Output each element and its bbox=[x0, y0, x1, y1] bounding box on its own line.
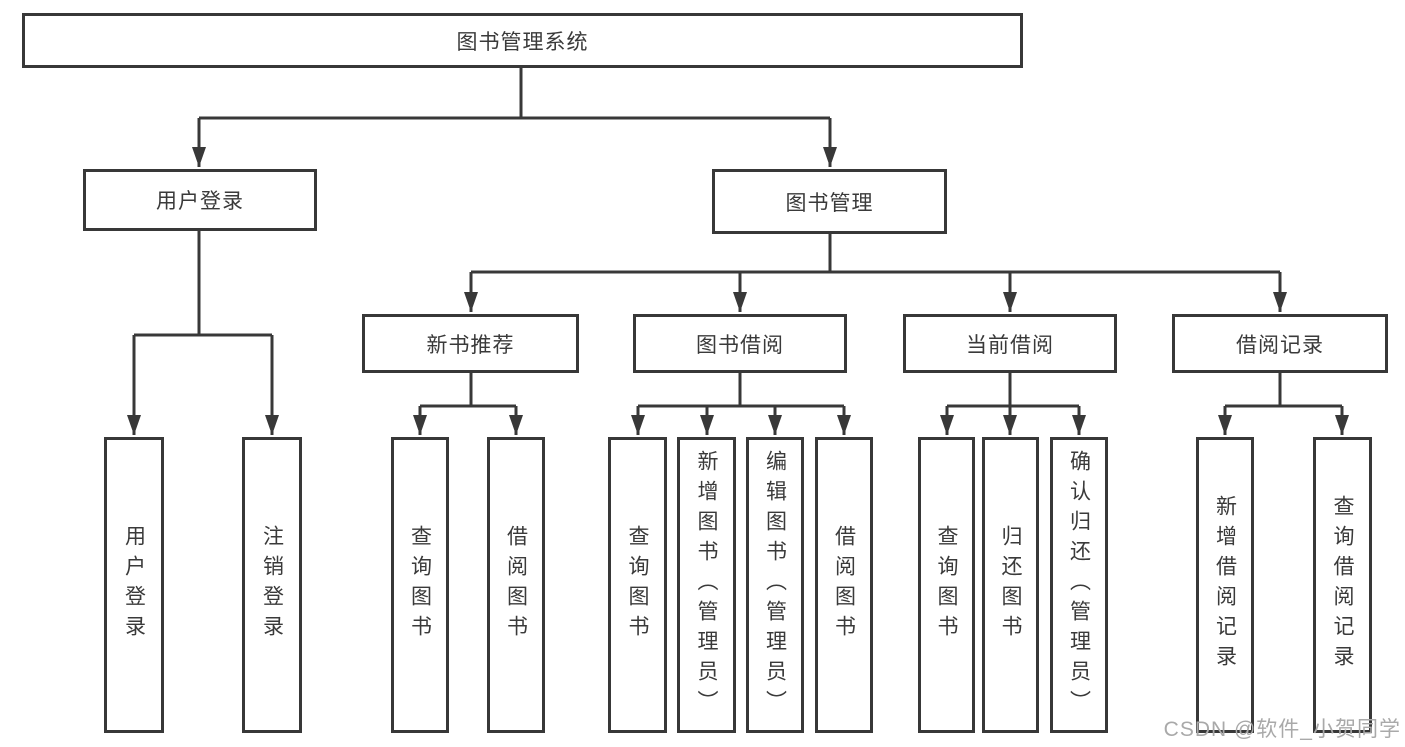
leaf-query-books-recommend: 查询图书 bbox=[391, 437, 449, 733]
leaf-return-books: 归还图书 bbox=[982, 437, 1039, 733]
leaf-logout: 注销登录 bbox=[242, 437, 302, 733]
leaf-query-books-borrow: 查询图书 bbox=[608, 437, 667, 733]
leaf-borrow-books: 借阅图书 bbox=[815, 437, 873, 733]
node-label: 图书借阅 bbox=[696, 333, 784, 357]
node-label: 图书管理系统 bbox=[456, 30, 589, 54]
leaf-label: 归还图书 bbox=[999, 525, 1022, 645]
node-label: 新书推荐 bbox=[426, 333, 515, 357]
leaf-query-borrow-record: 查询借阅记录 bbox=[1313, 437, 1372, 733]
leaf-edit-books-admin: 编辑图书（管理员） bbox=[746, 437, 804, 733]
node-current-borrowing: 当前借阅 bbox=[903, 314, 1117, 373]
leaf-label: 编辑图书（管理员） bbox=[763, 450, 787, 720]
node-borrowing-records: 借阅记录 bbox=[1172, 314, 1388, 373]
leaf-user-login: 用户登录 bbox=[104, 437, 164, 733]
node-new-book-recommend: 新书推荐 bbox=[362, 314, 579, 373]
leaf-label: 用户登录 bbox=[122, 525, 146, 645]
leaf-label: 借阅图书 bbox=[832, 525, 856, 645]
node-label: 借阅记录 bbox=[1236, 333, 1324, 357]
leaf-label: 查询图书 bbox=[935, 525, 958, 645]
leaf-add-borrow-record: 新增借阅记录 bbox=[1196, 437, 1254, 733]
node-label: 当前借阅 bbox=[966, 333, 1054, 357]
leaf-borrow-books-recommend: 借阅图书 bbox=[487, 437, 545, 733]
node-label: 用户登录 bbox=[156, 190, 244, 213]
node-book-management: 图书管理 bbox=[712, 169, 947, 234]
node-user-login: 用户登录 bbox=[83, 169, 317, 231]
leaf-add-books-admin: 新增图书（管理员） bbox=[677, 437, 736, 733]
node-library-system: 图书管理系统 bbox=[22, 13, 1023, 68]
csdn-watermark: CSDN @软件_小贺同学 bbox=[1163, 718, 1401, 741]
elbow-connectors bbox=[134, 68, 1342, 408]
leaf-label: 查询图书 bbox=[626, 525, 649, 645]
node-label: 图书管理 bbox=[785, 191, 874, 215]
leaf-label: 查询借阅记录 bbox=[1331, 495, 1354, 675]
leaf-label: 借阅图书 bbox=[504, 525, 528, 645]
node-book-borrowing: 图书借阅 bbox=[633, 314, 847, 373]
leaf-confirm-return-admin: 确认归还（管理员） bbox=[1050, 437, 1108, 733]
leaf-label: 新增借阅记录 bbox=[1213, 495, 1237, 675]
leaf-label: 新增图书（管理员） bbox=[695, 450, 718, 720]
leaf-label: 确认归还（管理员） bbox=[1067, 450, 1091, 720]
leaf-label: 注销登录 bbox=[260, 525, 284, 645]
leaf-label: 查询图书 bbox=[408, 525, 432, 645]
leaf-query-books-current: 查询图书 bbox=[918, 437, 975, 733]
